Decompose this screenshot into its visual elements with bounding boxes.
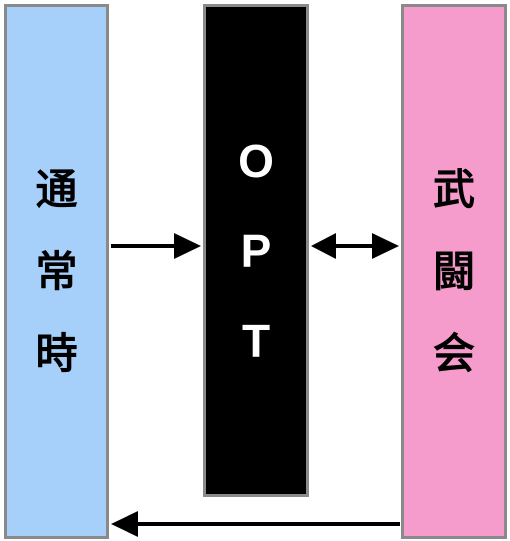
- column-opt: O P T: [203, 4, 309, 497]
- label-char: T: [241, 314, 271, 367]
- column-tournament: 武 闘 会: [401, 4, 507, 539]
- label-char: 通: [35, 164, 78, 214]
- label-char: 武: [432, 164, 475, 214]
- label-char: 会: [432, 328, 475, 378]
- arrow-opt-to-tournament: [311, 233, 399, 259]
- label-char: 時: [35, 328, 78, 378]
- column-normal-time: 通 常 時: [4, 4, 109, 539]
- label-char: O: [238, 134, 274, 187]
- label-char: 常: [35, 246, 78, 296]
- label-char: P: [240, 224, 272, 277]
- label-char: 闘: [432, 246, 475, 296]
- arrow-tournament-to-normal: [111, 511, 400, 537]
- arrow-normal-to-opt: [111, 233, 201, 259]
